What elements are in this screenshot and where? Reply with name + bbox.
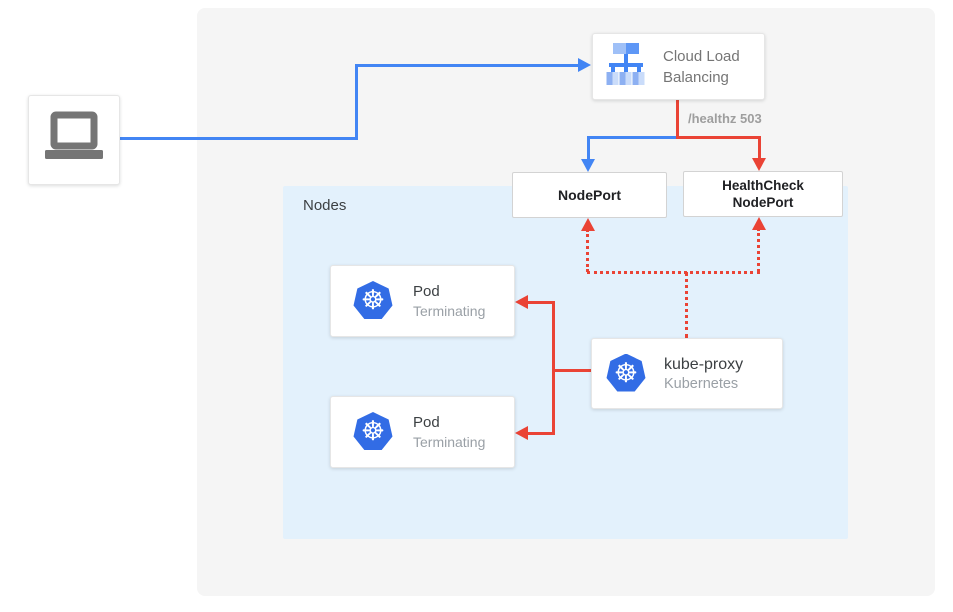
edge-split-blue-h [587,136,676,139]
pod-2-status: Terminating [413,433,486,450]
pod-2-label: Pod Terminating [413,413,486,450]
nodeport-node: NodePort [512,172,667,218]
pod-1-label: Pod Terminating [413,282,486,319]
kube-proxy-node: ☸ kube-proxy Kubernetes [591,338,783,409]
arrowhead-dotted-into-healthcheck [752,217,766,230]
arrowhead-into-nodeport [581,159,595,172]
edge-clb-down [676,100,679,139]
nodes-container-label: Nodes [303,197,347,214]
pod-1-node: ☸ Pod Terminating [330,265,515,337]
edge-client-to-clb-h1 [120,137,357,140]
edge-client-to-clb-v [355,64,358,140]
cloud-load-balancing-label: Cloud Load Balancing [663,47,740,86]
arrowhead-into-healthcheck-nodeport [752,158,766,171]
kubernetes-helm-icon: ☸ [353,412,393,451]
arrowhead-dotted-into-nodeport [581,218,595,231]
edge-dotted-to-nodeport [586,229,589,272]
client-node [28,95,120,185]
arrowhead-into-pod1 [515,295,528,309]
edge-to-pod1-h [527,301,555,304]
edge-kubeproxy-left [552,369,591,372]
pod-1-status: Terminating [413,302,486,319]
healthcheck-nodeport-label: HealthCheck NodePort [722,178,804,210]
edge-to-pod2-h [527,432,555,435]
healthcheck-nodeport-node: HealthCheck NodePort [683,171,843,217]
edge-kubeproxy-up-dotted [685,272,688,338]
laptop-icon [41,110,107,171]
nodeport-label: NodePort [558,187,621,203]
pod-2-node: ☸ Pod Terminating [330,396,515,468]
arrowhead-into-pod2 [515,426,528,440]
kubernetes-helm-icon: ☸ [606,353,646,392]
edge-pods-vertical [552,301,555,434]
healthz-status-label: /healthz 503 [688,111,762,126]
edge-dotted-horizontal [587,271,760,274]
edge-red-to-hc-v [758,136,761,159]
kubernetes-helm-icon: ☸ [353,281,393,320]
kube-proxy-label: kube-proxy Kubernetes [664,355,744,392]
edge-blue-to-nodeport-v [587,136,590,160]
edge-client-to-clb-h2 [357,64,578,67]
edge-dotted-to-healthcheck [757,228,760,272]
cloud-load-balancing-node: Cloud Load Balancing [592,33,765,100]
edge-split-red-h [676,136,761,139]
cloud-load-balancing-icon [603,42,649,91]
arrowhead-into-clb [578,58,591,72]
